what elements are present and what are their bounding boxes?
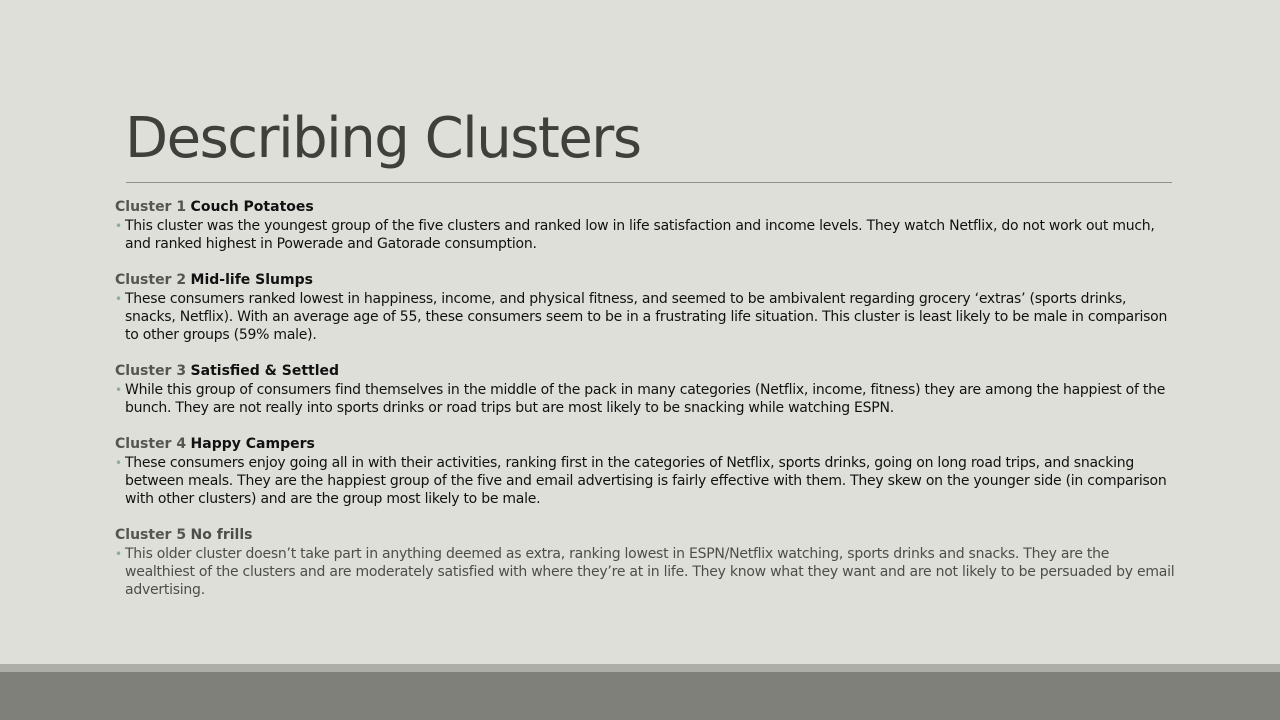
cluster-name: Happy Campers xyxy=(190,436,315,452)
cluster-description-text: These consumers ranked lowest in happine… xyxy=(125,291,1168,343)
cluster-description: • These consumers ranked lowest in happi… xyxy=(115,290,1175,344)
cluster-5-section: Cluster 5 No frills • This older cluster… xyxy=(115,526,1175,599)
cluster-number: Cluster 2 xyxy=(115,272,187,288)
footer-accent-band xyxy=(0,664,1280,672)
cluster-description: • This older cluster doesn’t take part i… xyxy=(115,545,1175,599)
slide-title: Describing Clusters xyxy=(125,106,642,171)
cluster-2-section: Cluster 2 Mid-life Slumps • These consum… xyxy=(115,271,1175,344)
cluster-number: Cluster 3 xyxy=(115,363,187,379)
cluster-name: Couch Potatoes xyxy=(190,199,314,215)
cluster-heading: Cluster 2 Mid-life Slumps xyxy=(115,271,1175,290)
cluster-heading: Cluster 1 Couch Potatoes xyxy=(115,198,1175,217)
cluster-name: Mid-life Slumps xyxy=(190,272,313,288)
footer-bar xyxy=(0,672,1280,720)
cluster-description-text: This older cluster doesn’t take part in … xyxy=(125,546,1175,598)
cluster-description-text: This cluster was the youngest group of t… xyxy=(125,218,1155,252)
title-divider xyxy=(126,182,1172,183)
slide-body: Cluster 1 Couch Potatoes • This cluster … xyxy=(115,198,1175,617)
cluster-description: • While this group of consumers find the… xyxy=(115,381,1175,417)
cluster-4-section: Cluster 4 Happy Campers • These consumer… xyxy=(115,435,1175,508)
bullet-dot-icon: • xyxy=(115,456,122,470)
cluster-name: Satisfied & Settled xyxy=(190,363,340,379)
bullet-dot-icon: • xyxy=(115,219,122,233)
cluster-number: Cluster 1 xyxy=(115,199,187,215)
cluster-number: Cluster 4 xyxy=(115,436,187,452)
cluster-1-section: Cluster 1 Couch Potatoes • This cluster … xyxy=(115,198,1175,253)
cluster-heading: Cluster 3 Satisfied & Settled xyxy=(115,362,1175,381)
cluster-description-text: These consumers enjoy going all in with … xyxy=(125,455,1167,507)
cluster-3-section: Cluster 3 Satisfied & Settled • While th… xyxy=(115,362,1175,417)
cluster-name: No frills xyxy=(190,527,253,543)
bullet-dot-icon: • xyxy=(115,292,122,306)
cluster-heading: Cluster 5 No frills xyxy=(115,526,1175,545)
cluster-description-text: While this group of consumers find thems… xyxy=(125,382,1166,416)
cluster-description: • These consumers enjoy going all in wit… xyxy=(115,454,1175,508)
cluster-description: • This cluster was the youngest group of… xyxy=(115,217,1175,253)
cluster-number: Cluster 5 xyxy=(115,527,187,543)
bullet-dot-icon: • xyxy=(115,547,122,561)
bullet-dot-icon: • xyxy=(115,383,122,397)
cluster-heading: Cluster 4 Happy Campers xyxy=(115,435,1175,454)
